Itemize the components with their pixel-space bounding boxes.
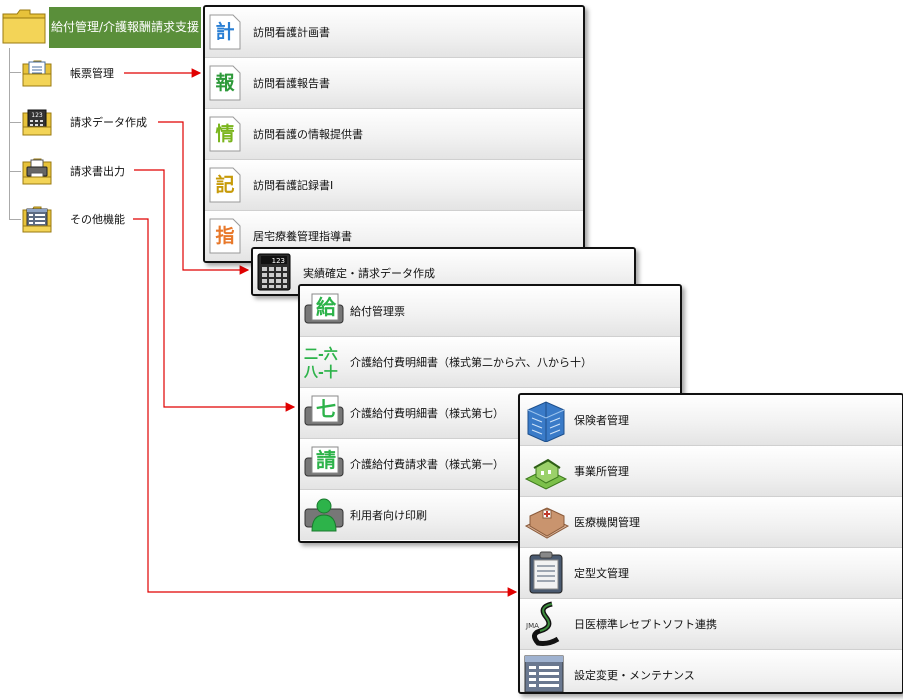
info-document-icon: 情 (209, 116, 245, 152)
menu-item-label: 定型文管理 (574, 567, 629, 580)
tree-item-label: その他機能 (70, 213, 125, 226)
menu-item-label: 日医標準レセプトソフト連携 (574, 618, 717, 631)
menu-item-care-benefit-statement-2-10[interactable]: 二-六 八-十 介護給付費明細書（様式第二から六、八から十） (300, 337, 680, 388)
plan-document-icon: 計 (209, 14, 245, 50)
menu-item-label: 介護給付費請求書（様式第一） (350, 458, 504, 471)
menu-item-label: 事業所管理 (574, 465, 629, 478)
menu-item-label: 居宅療養管理指導書 (253, 230, 352, 243)
jma-logo-text: JMA (525, 622, 539, 630)
report-document-icon: 報 (209, 65, 245, 101)
list-folder-icon (22, 205, 52, 233)
guidance-document-icon: 指 (209, 218, 245, 254)
building-icon (524, 398, 565, 443)
root-label[interactable]: 給付管理/介護報酬請求支援 (49, 7, 201, 48)
calculator-folder-icon: 123 (22, 108, 52, 136)
tree-line (9, 122, 21, 123)
printer-invoice-icon: 請 (304, 446, 344, 482)
tree-line (9, 72, 21, 73)
tree-item-invoice-print[interactable]: 請求書出力 (22, 157, 142, 185)
clipboard-icon (524, 551, 563, 594)
tree-line (9, 48, 10, 220)
menu-item-visit-nursing-plan[interactable]: 計 訪問看護計画書 (205, 7, 583, 58)
svg-text:二-六: 二-六 (304, 346, 338, 363)
svg-text:123: 123 (272, 257, 285, 265)
forms-2-to-10-icon: 二-六 八-十 (303, 344, 340, 381)
printer-form-7-icon: 七 (304, 395, 344, 431)
menu-item-label: 訪問看護記録書Ⅰ (253, 179, 334, 192)
document-folder-icon (22, 59, 52, 87)
calculator-icon: 123 (257, 253, 293, 291)
menu-item-jma-receipt-integration[interactable]: JMA 日医標準レセプトソフト連携 (520, 599, 902, 650)
menu-item-label: 医療機関管理 (574, 516, 640, 529)
menu-item-visit-nursing-record[interactable]: 記 訪問看護記録書Ⅰ (205, 160, 583, 211)
menu-item-template-text-management[interactable]: 定型文管理 (520, 548, 902, 599)
menu-item-settings-maintenance[interactable]: 設定変更・メンテナンス (520, 650, 902, 692)
svg-text:123: 123 (31, 112, 43, 119)
house-icon (524, 449, 568, 490)
jma-logo-icon: JMA (524, 601, 560, 646)
tree-line (9, 219, 21, 220)
menu-item-label: 実績確定・請求データ作成 (303, 267, 435, 280)
menu-item-label: 介護給付費明細書（様式第七） (350, 407, 504, 420)
menu-item-label: 利用者向け印刷 (350, 509, 427, 522)
menu-item-office-management[interactable]: 事業所管理 (520, 446, 902, 497)
printer-folder-icon (22, 157, 52, 185)
menu-item-medical-institution-management[interactable]: 医療機関管理 (520, 497, 902, 548)
tree-item-reports[interactable]: 帳票管理 (22, 59, 122, 87)
menu-item-visit-nursing-report[interactable]: 報 訪問看護報告書 (205, 58, 583, 109)
tree-item-other-functions[interactable]: その他機能 (22, 205, 142, 233)
menu-item-label: 給付管理票 (350, 305, 405, 318)
tree-item-label: 帳票管理 (70, 67, 114, 80)
tree-item-label: 請求データ作成 (70, 116, 147, 129)
root-folder-icon (2, 8, 46, 44)
hospital-icon (524, 500, 570, 539)
printer-benefit-icon: 給 (304, 293, 344, 329)
printer-user-icon (304, 497, 344, 533)
tree-item-billing-data[interactable]: 123 請求データ作成 (22, 108, 162, 136)
menu-item-visit-nursing-info[interactable]: 情 訪問看護の情報提供書 (205, 109, 583, 160)
reports-menu-panel: 計 訪問看護計画書 報 訪問看護報告書 情 訪問看護の情報提供書 記 訪問看護記… (203, 5, 585, 263)
menu-item-label: 訪問看護計画書 (253, 26, 330, 39)
svg-text:八-十: 八-十 (304, 364, 338, 380)
record-document-icon: 記 (209, 167, 245, 203)
settings-list-icon (524, 655, 564, 692)
menu-item-label: 訪問看護の情報提供書 (253, 128, 363, 141)
menu-item-insurer-management[interactable]: 保険者管理 (520, 395, 902, 446)
menu-item-label: 保険者管理 (574, 414, 629, 427)
menu-item-label: 訪問看護報告書 (253, 77, 330, 90)
menu-item-label: 設定変更・メンテナンス (574, 669, 695, 682)
tree-item-label: 請求書出力 (70, 165, 125, 178)
other-functions-menu-panel: 保険者管理 事業所管理 医療機関管理 (518, 393, 903, 694)
tree-line (9, 171, 21, 172)
menu-item-label: 介護給付費明細書（様式第二から六、八から十） (350, 356, 592, 369)
menu-item-benefit-management-sheet[interactable]: 給 給付管理票 (300, 286, 680, 337)
